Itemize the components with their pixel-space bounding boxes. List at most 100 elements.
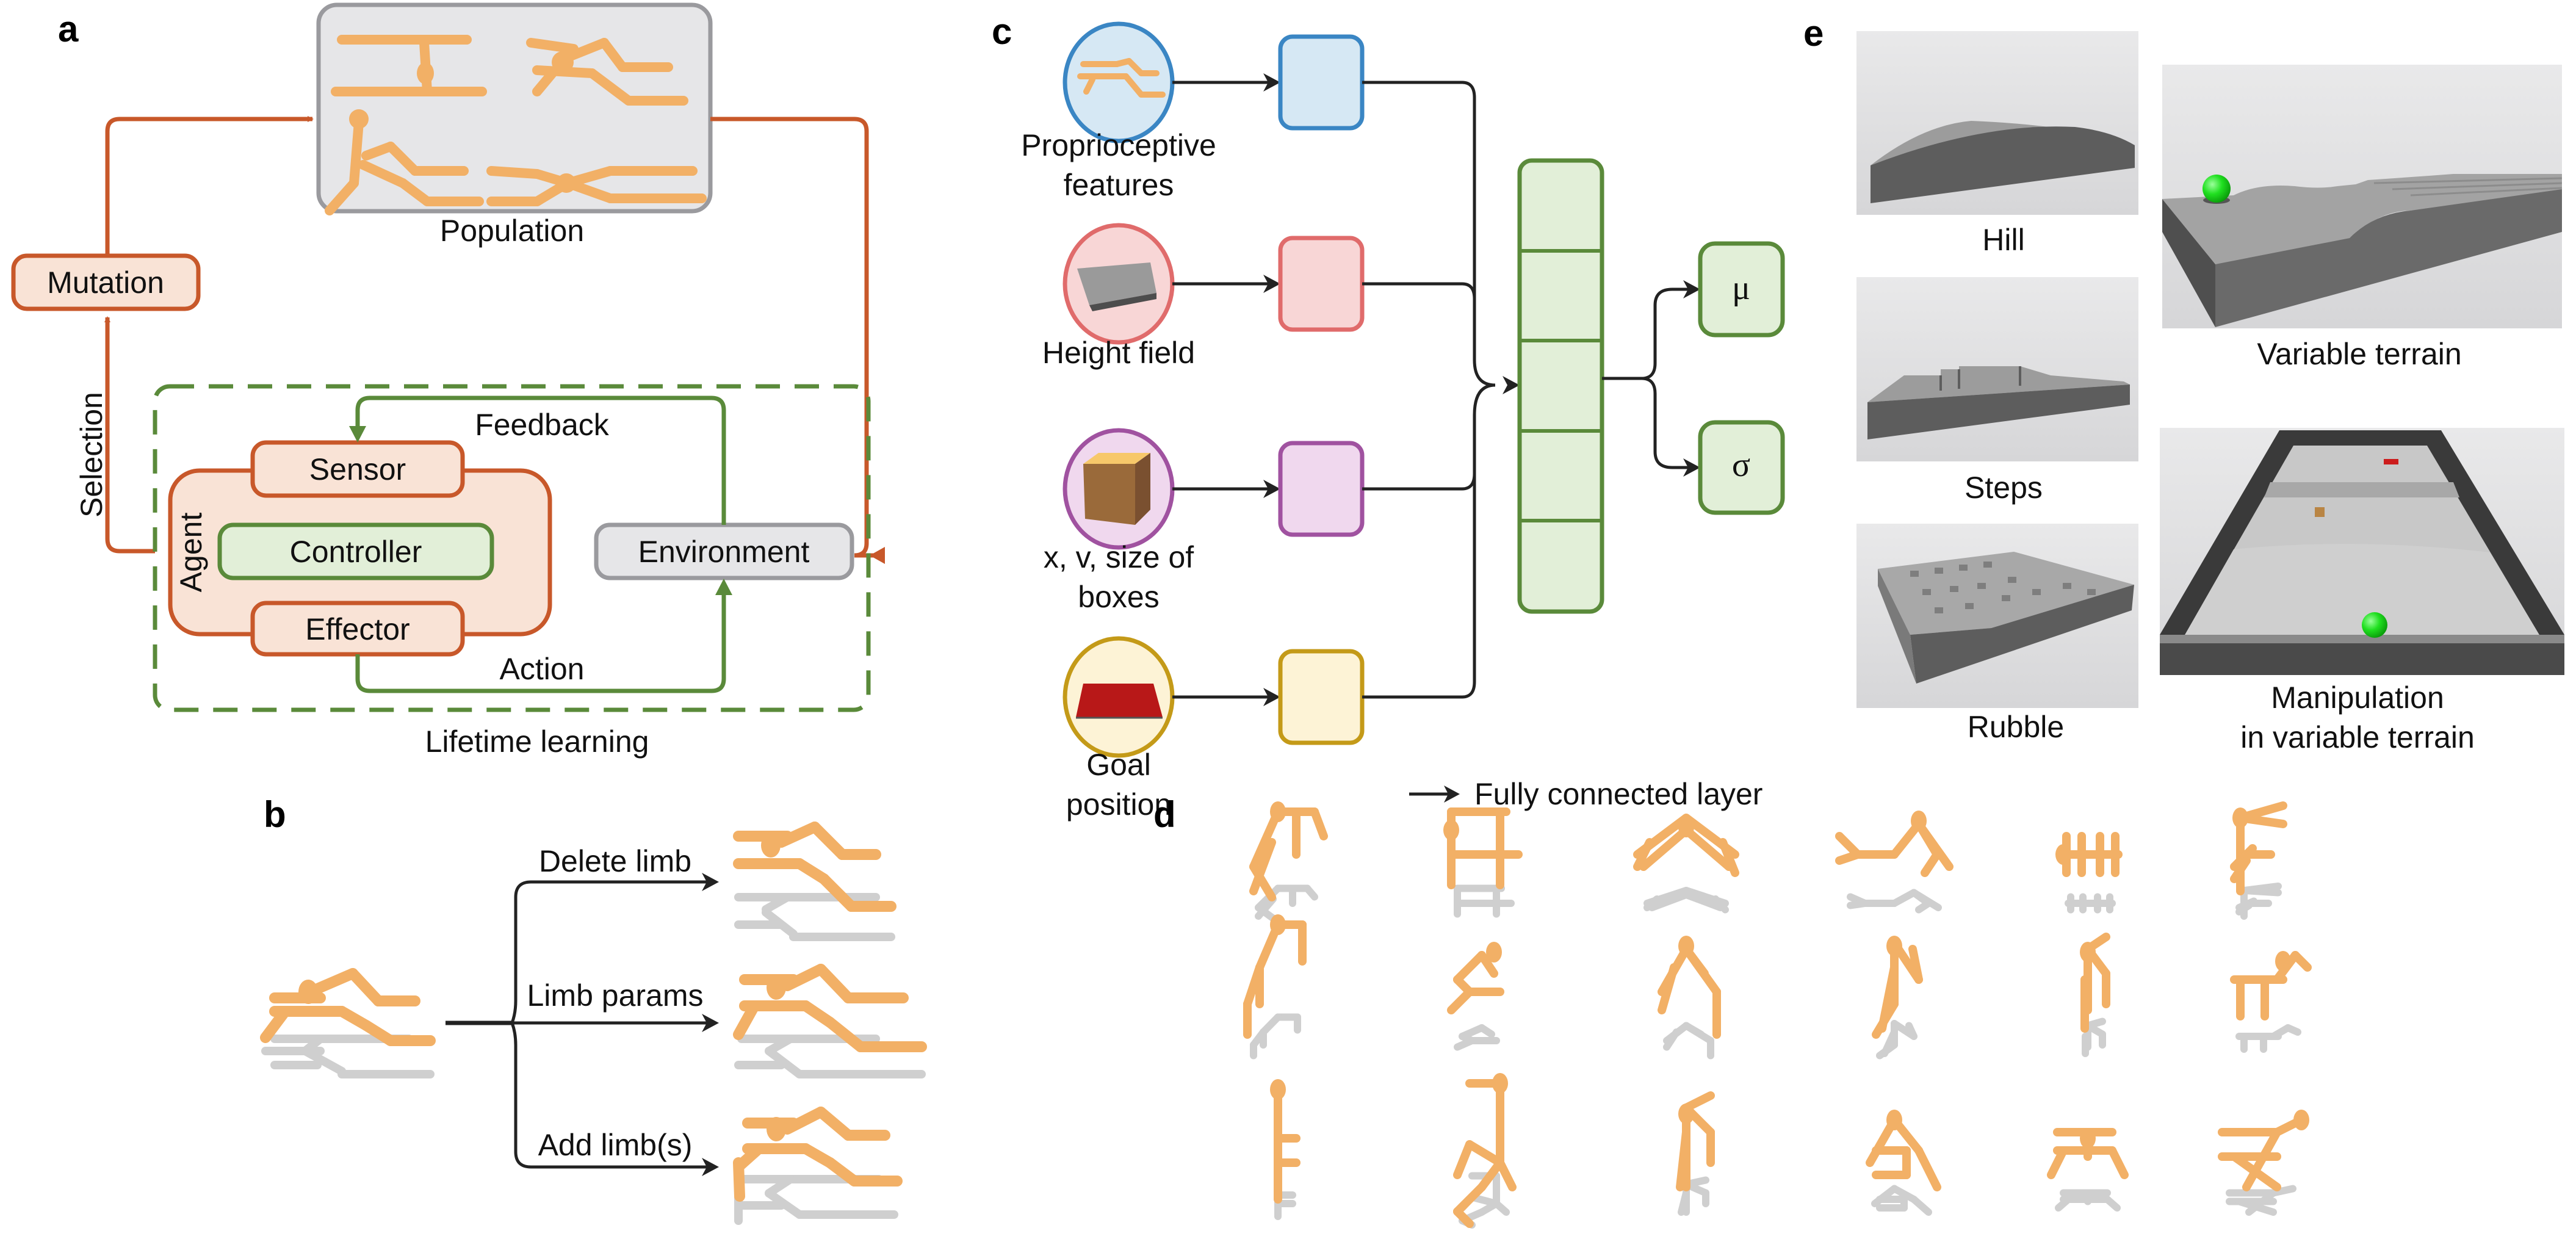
morphology-shadow [1876, 1020, 1918, 1060]
robot-limb-params [733, 964, 927, 1078]
morphology-7 [1243, 914, 1307, 1060]
env-hill-image [1856, 31, 2138, 215]
morphology-shadow [1250, 1013, 1301, 1060]
input-label: Proprioceptive [1021, 128, 1216, 162]
encoder-box [1278, 441, 1365, 537]
morphology-body [2230, 951, 2312, 1020]
morphology-body [1658, 945, 1721, 1039]
morphology-4 [1835, 811, 1954, 914]
morphology-14 [1453, 1073, 1517, 1229]
sensor-label: Sensor [309, 452, 406, 486]
morphology-15 [1676, 1091, 1715, 1216]
env-variable-terrain-label: Variable terrain [2257, 337, 2461, 371]
morphology-head [1678, 817, 1694, 837]
rubble-strip [2264, 482, 2459, 497]
morphology-18 [2218, 1110, 2309, 1216]
morphology-shadow [2235, 883, 2282, 920]
morphology-17 [2047, 1128, 2129, 1212]
morphology-5 [2055, 832, 2123, 914]
morphology-2 [1443, 807, 1523, 918]
selection-label: Selection [74, 392, 109, 518]
sigma-arrowhead [1683, 458, 1700, 477]
env-manipulation-label-line1: Manipulation [2271, 681, 2444, 715]
input-label: boxes [1078, 580, 1159, 614]
morphology-head [1678, 936, 1694, 956]
morphology-shadow [2082, 1017, 2106, 1057]
input-label: position [1066, 787, 1171, 822]
mutation-to-population-arrow [105, 116, 314, 256]
env-manipulation-label-line2: in variable terrain [2240, 720, 2475, 754]
input-height: Height field [1042, 223, 1365, 370]
height-icon [1077, 262, 1156, 311]
panel-a-label: a [58, 9, 79, 49]
limb-params-label: Limb params [527, 978, 704, 1013]
output-lines [1602, 287, 1690, 469]
morphology-head [1886, 936, 1902, 956]
morphology-head [1270, 1079, 1286, 1100]
env-manipulation-image [2160, 428, 2564, 675]
goal-icon [1076, 684, 1163, 719]
goal-marker [2384, 459, 2398, 464]
add-limbs-label: Add limb(s) [538, 1128, 693, 1162]
input-goal: Goal position [1063, 636, 1365, 822]
morphology-head [1486, 942, 1502, 963]
morphology-10 [1872, 936, 1923, 1060]
fc-column [1517, 158, 1604, 614]
morphology-head [1911, 811, 1927, 831]
morphology-body [1447, 951, 1504, 1014]
input-circle [1063, 21, 1175, 143]
mu-symbol: μ [1732, 269, 1750, 307]
agent-ball [2362, 612, 2387, 638]
box-object [2315, 507, 2325, 517]
morphology-head [2080, 942, 2096, 963]
lifetime-learning-box [153, 384, 871, 712]
env-steps-label: Steps [1964, 471, 2043, 505]
rubble-holes [1910, 562, 2096, 613]
morphology-body [1872, 939, 1923, 1039]
effector-label: Effector [305, 612, 409, 646]
input-label: Height field [1042, 336, 1195, 370]
action-label: Action [500, 652, 585, 686]
morphology-shadow [1871, 1185, 1932, 1216]
morphology-body [1866, 1116, 1941, 1191]
mu-box [1698, 241, 1785, 338]
agent-label: Agent [174, 513, 208, 593]
input-arrowhead [1263, 73, 1280, 92]
controller-label: Controller [290, 535, 422, 569]
panel-a: a [11, 2, 885, 759]
branch-delete-limb [510, 880, 708, 1024]
env-rubble-label: Rubble [1968, 710, 2064, 744]
morphology-6 [2230, 801, 2287, 920]
lifetime-learning-label: Lifetime learning [425, 724, 649, 759]
env-steps-image [1856, 277, 2138, 461]
morphology-16 [1866, 1110, 1941, 1216]
proprio-icon [1077, 58, 1166, 98]
morphology-shadow [2055, 1189, 2121, 1212]
morphology-body [2059, 832, 2123, 877]
encoder-box [1278, 649, 1365, 745]
morphology-shadow [1454, 884, 1515, 918]
morphology-body [1835, 820, 1954, 877]
environment-label: Environment [638, 535, 810, 569]
robot-add-limbs [733, 1107, 903, 1225]
panel-d: d [1153, 794, 2312, 1229]
population-robot-heads [349, 51, 576, 193]
input-arrowhead [1263, 688, 1280, 706]
feedback-line [355, 396, 726, 525]
input-arrowhead [1263, 480, 1280, 498]
encoder-box [1278, 236, 1365, 332]
legend-label: Fully connected layer [1474, 777, 1762, 811]
sigma-symbol: σ [1732, 446, 1750, 484]
input-label: x, v, size of [1044, 540, 1194, 574]
input-label: Goal [1086, 748, 1151, 782]
morphology-head [1443, 820, 1459, 840]
step-stripes [2373, 177, 2563, 197]
population-robots [325, 35, 707, 215]
mutation-label: Mutation [47, 266, 164, 300]
branch-add-limbs [510, 1022, 708, 1169]
morphology-head [2055, 844, 2071, 865]
selection-arrow [104, 316, 155, 554]
panel-e-label: e [1803, 13, 1824, 54]
morphology-head [1492, 1073, 1508, 1094]
panel-b-label: b [264, 794, 286, 835]
